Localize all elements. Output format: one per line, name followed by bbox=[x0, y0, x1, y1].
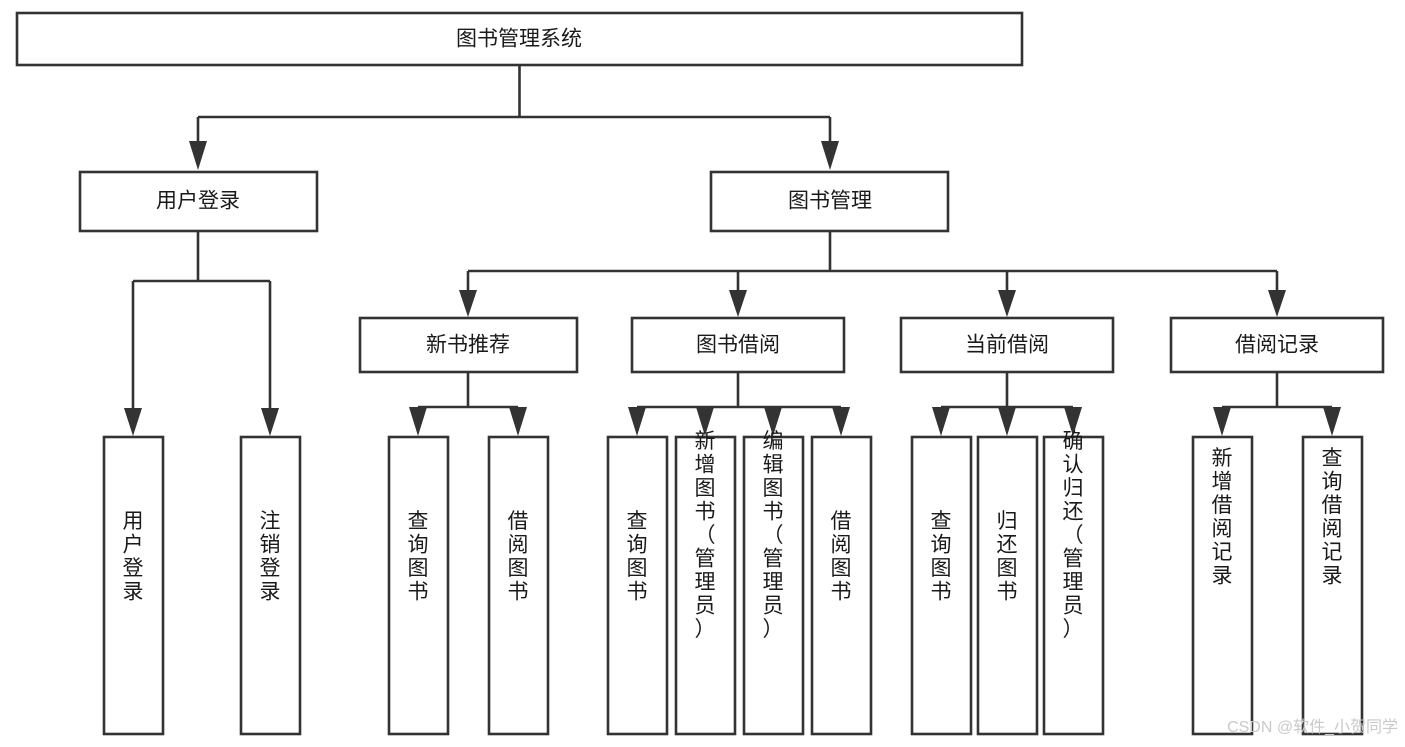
leaf-cb-query-book-label: 查询图书 bbox=[931, 510, 952, 604]
leaf-node[interactable]: 查询图书 bbox=[910, 435, 973, 736]
connector-group-book-borrow bbox=[628, 372, 850, 436]
leaf-br-add-record-label: 新增借阅记录 bbox=[1212, 447, 1233, 588]
connector-group-user-login bbox=[124, 231, 279, 436]
leaf-user-login-box[interactable] bbox=[102, 435, 165, 736]
arrow-head-bookborrow-1 bbox=[696, 407, 714, 436]
leaf-node[interactable]: 用户登录 bbox=[102, 435, 165, 736]
arrow-head-borrowrecord-0 bbox=[1213, 407, 1231, 436]
connector-group-new-book bbox=[409, 372, 527, 436]
leaf-bb-query-book-label: 查询图书 bbox=[627, 510, 648, 604]
arrow-head-userlogin-0 bbox=[124, 408, 142, 436]
leaf-logout-label: 注销登录 bbox=[260, 510, 281, 604]
leaf-logout-box[interactable] bbox=[239, 435, 302, 736]
leaf-cb-query-book-box[interactable] bbox=[910, 435, 973, 736]
node-root-label: 图书管理系统 bbox=[456, 28, 582, 51]
leaf-bb-add-book-box[interactable] bbox=[674, 435, 737, 736]
node-new-book-recommend[interactable]: 新书推荐 bbox=[358, 316, 579, 374]
leaf-nb-borrow-book-box[interactable] bbox=[487, 435, 550, 736]
node-current-borrow[interactable]: 当前借阅 bbox=[899, 316, 1115, 374]
leaf-node[interactable]: 查询图书 bbox=[606, 435, 669, 736]
node-book-manage[interactable]: 图书管理 bbox=[709, 170, 950, 233]
arrow-head-bookborrow-3 bbox=[832, 407, 850, 436]
node-new-book-recommend-box[interactable] bbox=[358, 316, 579, 374]
node-current-borrow-box[interactable] bbox=[899, 316, 1115, 374]
arrow-head-level2-0 bbox=[189, 141, 207, 170]
leaf-bb-borrow-book-label: 借阅图书 bbox=[831, 510, 852, 604]
leaf-cb-return-book-box[interactable] bbox=[976, 435, 1039, 736]
node-book-manage-box[interactable] bbox=[709, 170, 950, 233]
leaf-br-add-record-box[interactable] bbox=[1191, 435, 1254, 736]
node-borrow-record[interactable]: 借阅记录 bbox=[1169, 316, 1385, 374]
node-new-book-recommend-label: 新书推荐 bbox=[426, 334, 510, 357]
leaf-cb-confirm-return-box[interactable] bbox=[1042, 435, 1105, 736]
leaf-node[interactable]: 确认归还（管理员） bbox=[1042, 430, 1105, 736]
connector-group-current-borrow bbox=[932, 372, 1082, 436]
leaf-br-query-record-box[interactable] bbox=[1301, 435, 1364, 736]
leaf-user-login-label: 用户登录 bbox=[123, 510, 144, 604]
leaf-nb-query-book-box[interactable] bbox=[387, 435, 450, 736]
leaf-cb-return-book-label: 归还图书 bbox=[997, 510, 1018, 604]
node-root[interactable]: 图书管理系统 bbox=[15, 11, 1024, 67]
arrow-head-bookmanage-1 bbox=[729, 290, 747, 317]
leaf-bb-edit-book-label: 编辑图书（管理员） bbox=[763, 430, 784, 641]
leaf-node[interactable]: 新增借阅记录 bbox=[1191, 435, 1254, 736]
node-current-borrow-label: 当前借阅 bbox=[965, 334, 1049, 357]
node-book-manage-label: 图书管理 bbox=[788, 190, 872, 213]
arrow-head-currentborrow-1 bbox=[998, 407, 1016, 436]
node-borrow-record-label: 借阅记录 bbox=[1235, 334, 1319, 357]
arrow-head-userlogin-1 bbox=[261, 408, 279, 436]
arrow-head-bookmanage-3 bbox=[1268, 290, 1286, 317]
node-user-login-label: 用户登录 bbox=[156, 190, 240, 213]
leaf-node[interactable]: 查询图书 bbox=[387, 435, 450, 736]
leaf-nb-query-book-label: 查询图书 bbox=[408, 510, 429, 604]
leaf-br-query-record-label: 查询借阅记录 bbox=[1322, 447, 1343, 588]
connector-group-book-manage bbox=[459, 231, 1286, 317]
leaf-node[interactable]: 编辑图书（管理员） bbox=[742, 430, 805, 736]
watermark-label: CSDN @软件_小贺同学 bbox=[1227, 718, 1398, 736]
arrow-head-currentborrow-0 bbox=[932, 407, 950, 436]
leaf-bb-edit-book-box[interactable] bbox=[742, 435, 805, 736]
leaf-node[interactable]: 借阅图书 bbox=[810, 435, 873, 736]
node-root-box[interactable] bbox=[15, 11, 1024, 67]
arrow-head-bookborrow-2 bbox=[764, 407, 782, 436]
node-book-borrow[interactable]: 图书借阅 bbox=[630, 316, 846, 374]
leaf-cb-confirm-return-label: 确认归还（管理员） bbox=[1063, 430, 1084, 641]
arrow-head-level2-1 bbox=[821, 141, 839, 170]
leaf-node[interactable]: 新增图书（管理员） bbox=[674, 430, 737, 736]
node-user-login[interactable]: 用户登录 bbox=[78, 170, 319, 233]
arrow-head-bookmanage-2 bbox=[998, 290, 1016, 317]
node-book-borrow-box[interactable] bbox=[630, 316, 846, 374]
leaf-bb-query-book-box[interactable] bbox=[606, 435, 669, 736]
arrow-head-bookborrow-0 bbox=[628, 407, 646, 436]
connector-group-borrow-record bbox=[1213, 372, 1341, 436]
arrow-head-newbook-0 bbox=[409, 407, 427, 436]
leaf-node[interactable]: 查询借阅记录 bbox=[1301, 435, 1364, 736]
leaf-node[interactable]: 借阅图书 bbox=[487, 435, 550, 736]
arrow-head-borrowrecord-1 bbox=[1323, 407, 1341, 436]
leaf-node[interactable]: 注销登录 bbox=[239, 435, 302, 736]
leaf-bb-borrow-book-box[interactable] bbox=[810, 435, 873, 736]
leaf-bb-add-book-label: 新增图书（管理员） bbox=[695, 430, 716, 641]
node-user-login-box[interactable] bbox=[78, 170, 319, 233]
node-borrow-record-box[interactable] bbox=[1169, 316, 1385, 374]
arrow-head-bookmanage-0 bbox=[459, 290, 477, 317]
leaf-node[interactable]: 归还图书 bbox=[976, 435, 1039, 736]
leaf-nb-borrow-book-label: 借阅图书 bbox=[508, 510, 529, 604]
arrow-head-currentborrow-2 bbox=[1064, 407, 1082, 436]
node-book-borrow-label: 图书借阅 bbox=[696, 334, 780, 357]
arrow-head-newbook-1 bbox=[509, 407, 527, 436]
connector-group-root bbox=[189, 65, 839, 170]
